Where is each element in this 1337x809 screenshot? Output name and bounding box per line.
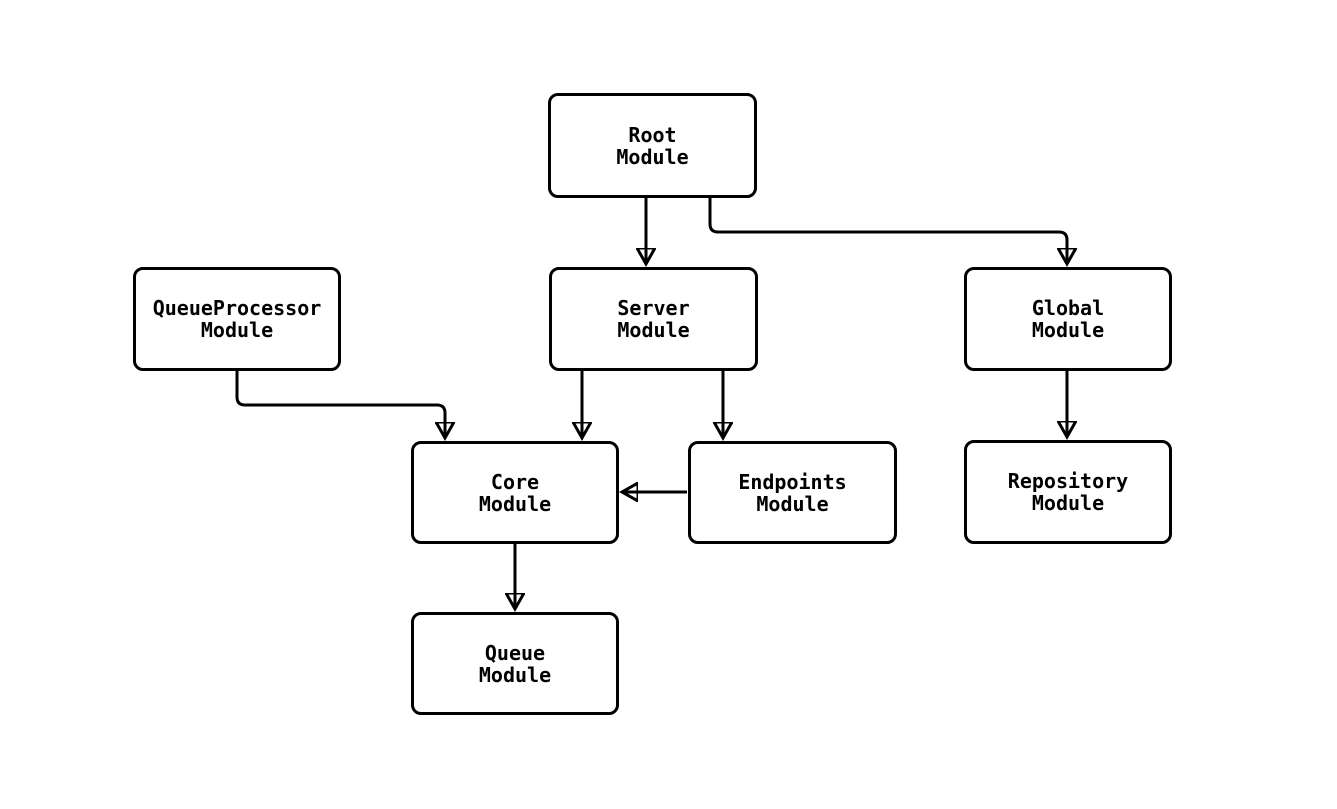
node-root-module-label: Root Module [616, 122, 689, 169]
node-global-module: Global Module [964, 267, 1172, 371]
node-endpoints-module-label: Endpoints Module [738, 469, 847, 516]
node-root-module: Root Module [548, 93, 757, 198]
node-queue-module: Queue Module [411, 612, 619, 715]
node-queueprocessor-module-label: QueueProcessor Module [152, 296, 322, 342]
edge-queueprocessor-to-core [235, 371, 445, 438]
node-core-module: Core Module [411, 441, 619, 544]
node-global-module-label: Global Module [1031, 296, 1105, 342]
node-repository-module-label: Repository Module [1007, 469, 1129, 515]
node-queueprocessor-module: QueueProcessor Module [133, 267, 341, 371]
node-core-module-label: Core Module [478, 469, 552, 516]
node-server-module: Server Module [549, 267, 758, 371]
edge-root-to-global [708, 198, 1067, 264]
node-queue-module-label: Queue Module [478, 640, 552, 687]
node-endpoints-module: Endpoints Module [688, 441, 897, 544]
node-repository-module: Repository Module [964, 440, 1172, 544]
node-server-module-label: Server Module [617, 296, 690, 342]
